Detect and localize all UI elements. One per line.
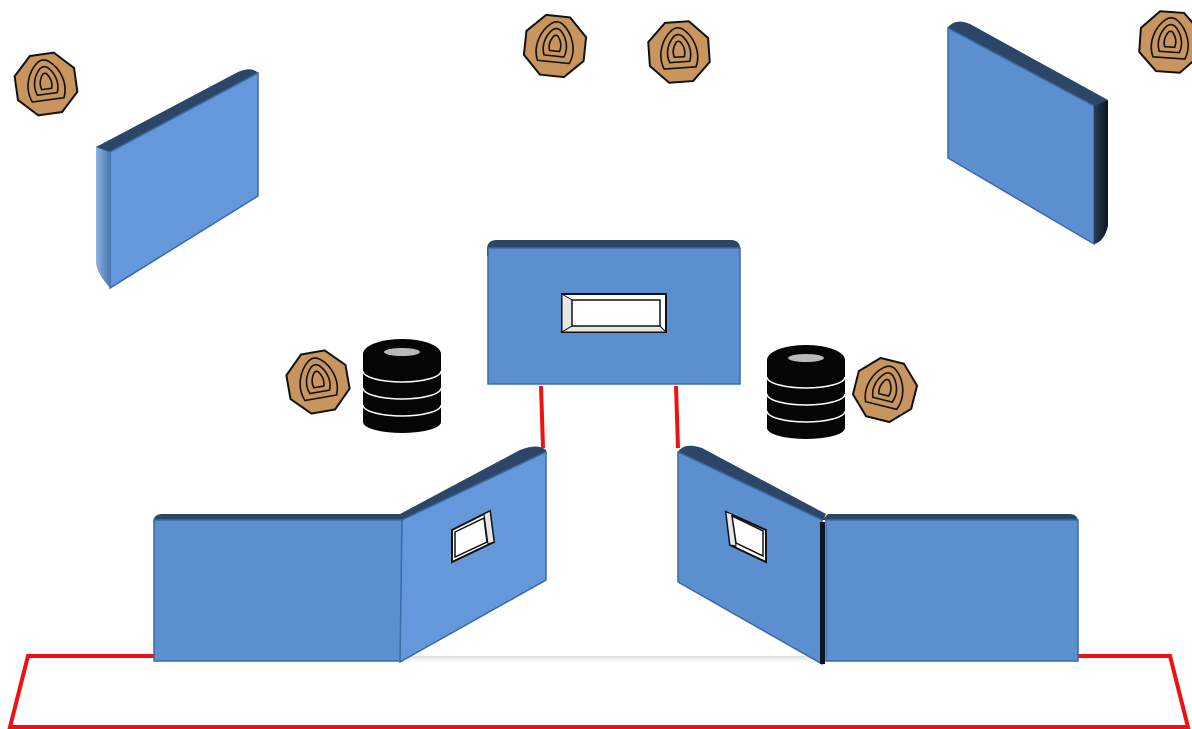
barrel-body — [363, 354, 441, 433]
barrel-band — [362, 404, 442, 417]
ground-shadow — [400, 656, 825, 664]
center-wall — [487, 240, 741, 385]
boundary-line — [7, 654, 1191, 729]
fore-line-right — [674, 385, 680, 449]
target-top-center-right — [645, 18, 713, 86]
right-front-wall — [820, 514, 1079, 664]
right-barrel — [766, 345, 846, 439]
barrel-band — [766, 376, 846, 389]
left-angled-wall — [399, 446, 547, 664]
right-angled-wall — [677, 445, 826, 666]
range-boundary — [7, 385, 1191, 729]
target-top-center-left — [521, 12, 589, 80]
barrel-body — [767, 360, 845, 439]
left-front-wall — [153, 514, 406, 662]
center-wall-window — [560, 293, 668, 333]
target-far-left — [11, 49, 81, 119]
right-angled-wall-window — [724, 510, 767, 564]
barrel-band — [362, 387, 442, 400]
target-far-right — [1136, 8, 1192, 76]
barrel-band — [766, 393, 846, 406]
barrel-band — [362, 370, 442, 383]
target-mid-left — [282, 346, 354, 418]
left-angled-wall-window — [451, 509, 496, 564]
left-barrel — [362, 339, 442, 433]
barrel-lid — [384, 348, 420, 356]
right-upper-wall — [947, 21, 1108, 246]
target-mid-right — [847, 352, 923, 428]
barrel-band — [766, 410, 846, 423]
fore-line-left — [539, 385, 545, 449]
wall-seam — [820, 522, 825, 664]
barrel-lid — [788, 354, 824, 362]
left-upper-wall — [96, 69, 259, 290]
